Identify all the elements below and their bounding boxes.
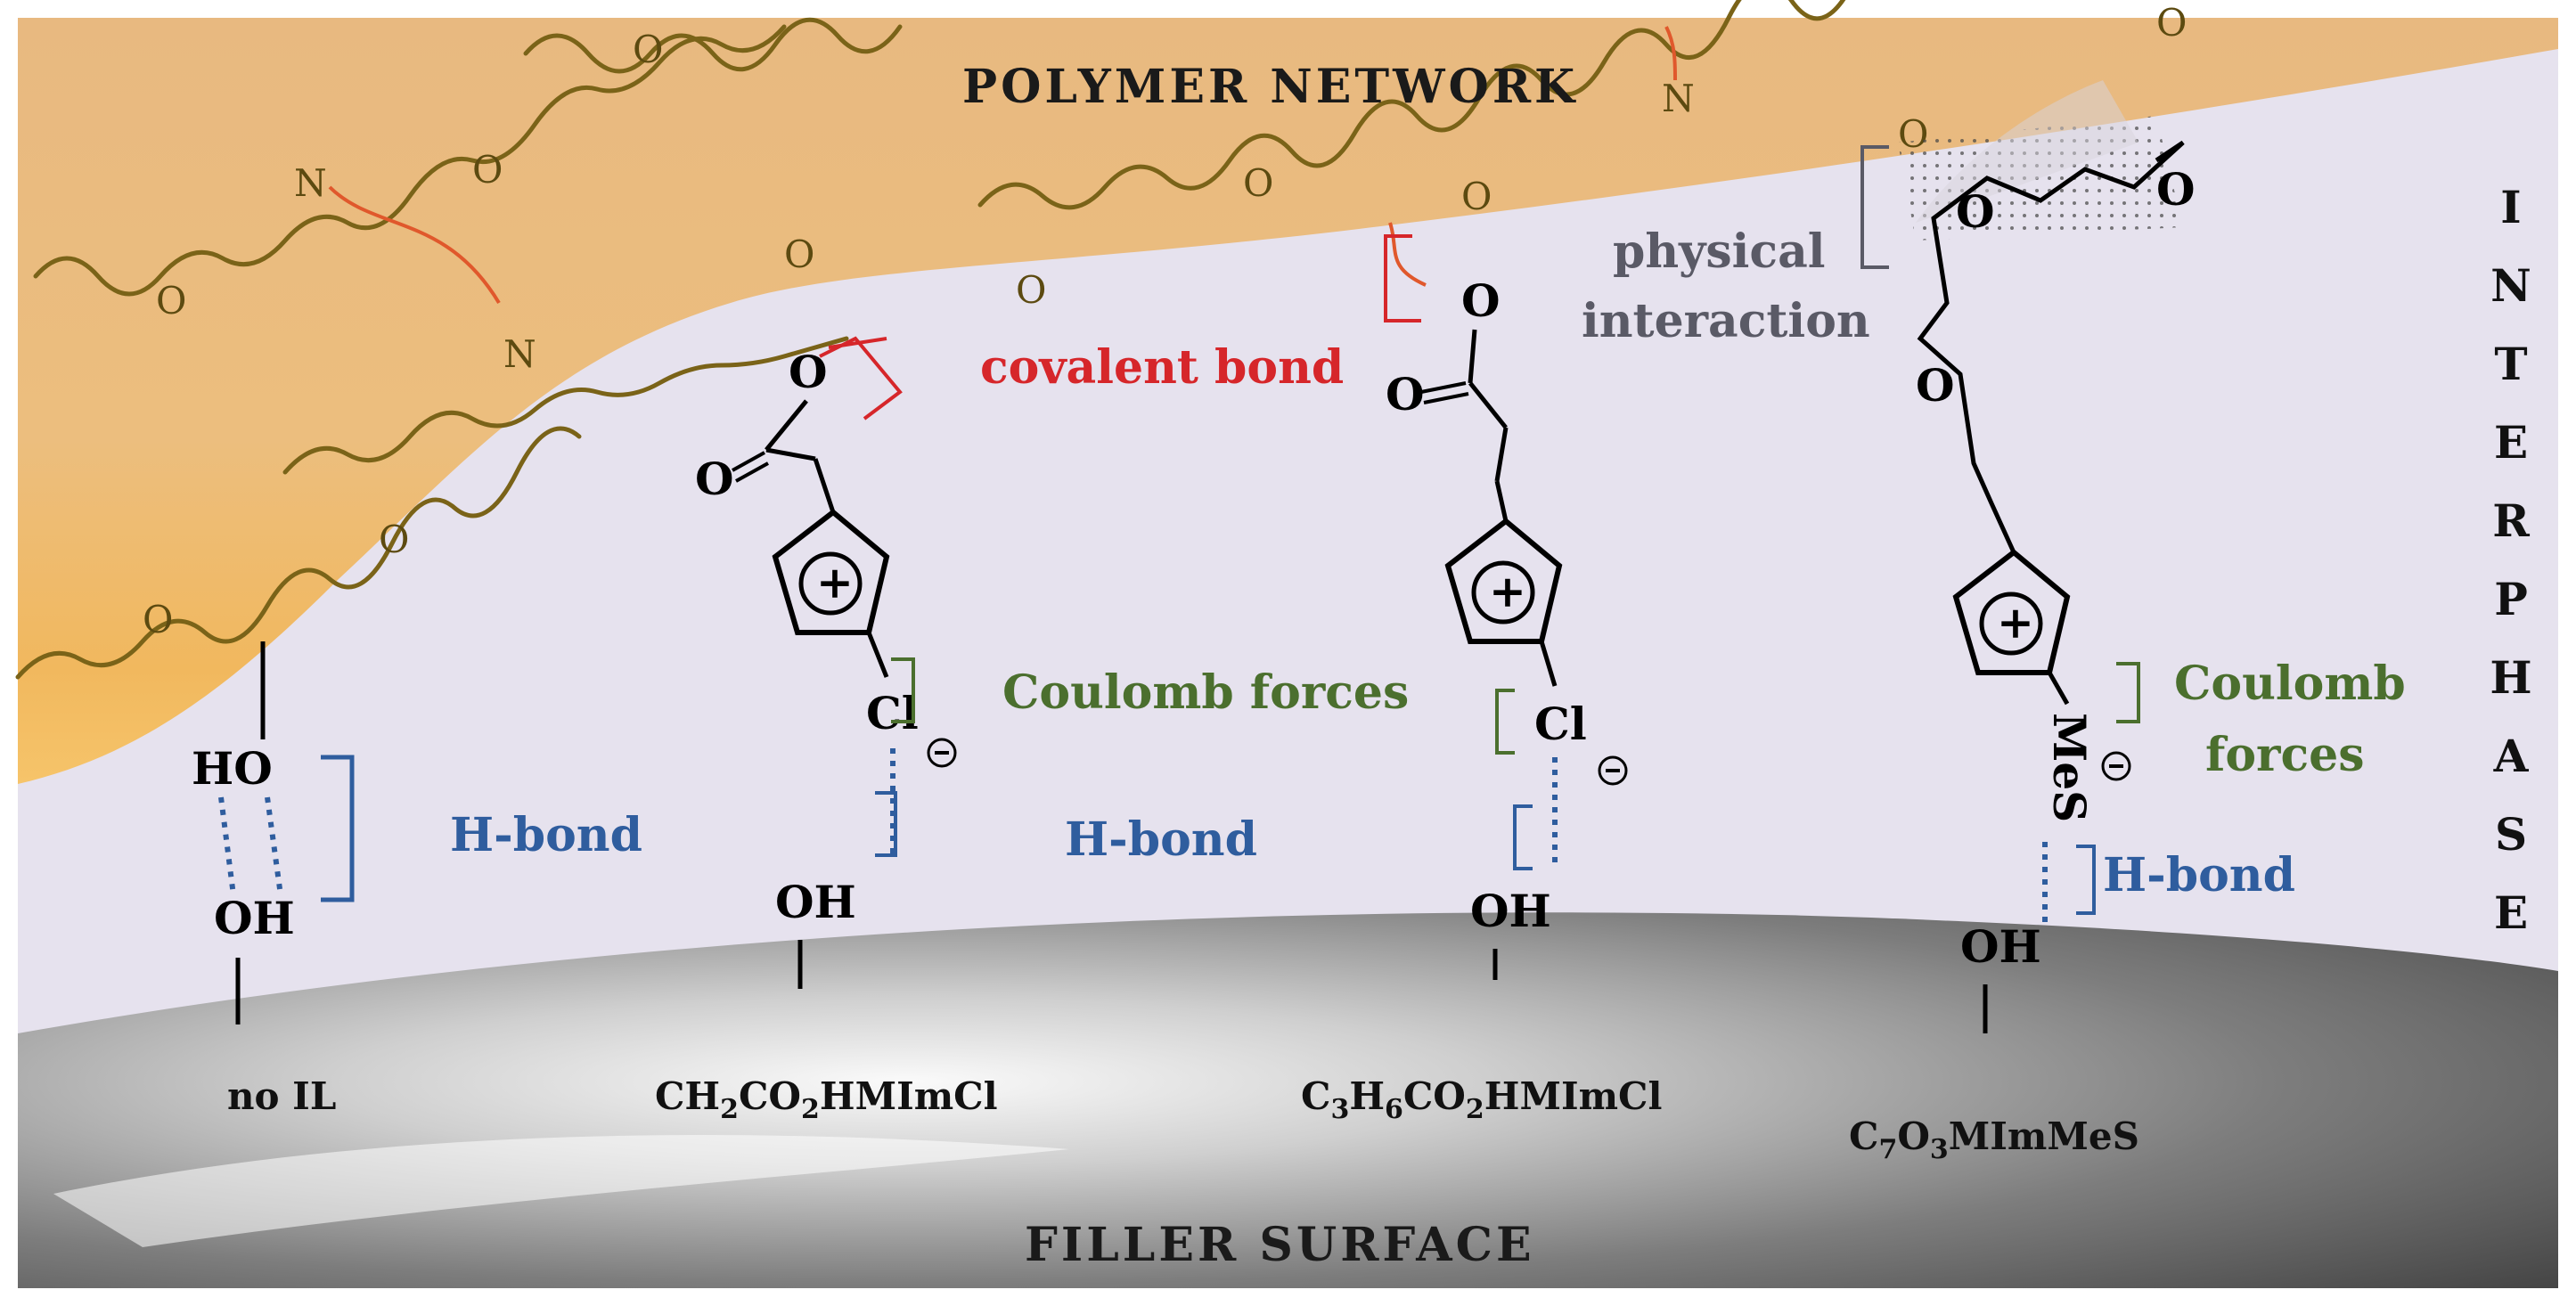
interphase-letter: P [2494, 573, 2528, 625]
svg-text:O: O [2156, 1, 2187, 45]
svg-text:O: O [1243, 161, 1273, 205]
hbond-label-1: H-bond [450, 808, 642, 862]
interphase-letter: E [2494, 416, 2528, 469]
ho-label: HO [192, 742, 273, 795]
interphase-letter: I [2500, 181, 2521, 233]
svg-text:O: O [143, 598, 173, 641]
interphase-letter: N [2490, 259, 2531, 312]
compound-part: CH [655, 1074, 720, 1118]
filler-surface-title: FILLER SURFACE [1025, 1218, 1535, 1272]
no-il-column: HO OH H-bond [192, 641, 642, 1024]
svg-text:OH: OH [1960, 920, 2041, 973]
svg-text:O: O [472, 148, 503, 192]
interphase-letter: A [2493, 730, 2530, 782]
compound-part: 2 [801, 1094, 820, 1125]
svg-text:OH: OH [1470, 885, 1551, 937]
svg-text:O: O [2156, 163, 2196, 216]
svg-text:O: O [784, 233, 814, 276]
svg-text:O: O [1386, 368, 1425, 420]
oh-label: OH [214, 892, 295, 944]
svg-text:+: + [1997, 596, 2034, 649]
compound-part: C [1849, 1114, 1878, 1158]
svg-text:MeS: MeS [2043, 713, 2096, 822]
crosslinks [328, 26, 1677, 305]
interaction-label: interaction [1582, 294, 1870, 348]
compound-part: 2 [720, 1094, 739, 1125]
compound-part: 2 [1466, 1094, 1484, 1125]
svg-text:O: O [1016, 268, 1046, 312]
filler-surface-highlight [53, 1135, 1069, 1247]
svg-text:OH: OH [775, 876, 856, 928]
hbond-label-2: H-bond [1065, 812, 1257, 867]
compound-label-c7o3mimmes: C7O3MImMeS [1849, 1114, 2139, 1165]
covalent-bond-label: covalent bond [980, 340, 1344, 395]
svg-text:Cl: Cl [866, 687, 919, 739]
c3h6co2hmimcl-column: O O + Cl OH [1384, 234, 1628, 980]
compound-label-no-il: no IL [227, 1074, 336, 1118]
interphase-letter: T [2494, 338, 2527, 390]
coulomb-label-2a: Coulomb [2174, 657, 2406, 711]
polymer-network-title: POLYMER NETWORK [962, 60, 1578, 114]
polymer-network-region [18, 18, 2558, 784]
compound-part: 3 [1930, 1134, 1949, 1165]
hbond-label-3: H-bond [2103, 848, 2295, 902]
compound-part: HMImCl [820, 1074, 998, 1118]
svg-text:O: O [695, 453, 734, 505]
coulomb-label-2b: forces [2205, 728, 2364, 782]
compound-label-ch2co2hmimcl: CH2CO2HMImCl [655, 1074, 998, 1125]
interphase-letter: H [2490, 651, 2531, 704]
ch2co2hmimcl-column: O O + Cl OH covalent bond Coulomb forces… [695, 336, 1409, 989]
svg-text:O: O [156, 279, 186, 322]
compound-part: CO [1403, 1074, 1466, 1118]
svg-text:O: O [633, 28, 663, 71]
c7o3mimmes-column: physical interaction O O O + MeS OH Coul… [1582, 140, 2406, 1033]
compound-part: C [1301, 1074, 1330, 1118]
svg-text:O: O [1461, 175, 1492, 218]
svg-text:O: O [379, 518, 409, 561]
svg-text:O: O [1916, 359, 1955, 412]
svg-text:N: N [1662, 77, 1695, 120]
coulomb-forces-label-1: Coulomb forces [1002, 665, 1409, 720]
polymer-chains [15, 0, 1846, 680]
compound-part: H [1349, 1074, 1385, 1118]
compound-part: 3 [1330, 1094, 1349, 1125]
compound-part: no IL [227, 1074, 336, 1118]
filler-surface-region [18, 912, 2558, 1288]
compound-part: O [1897, 1114, 1930, 1158]
svg-text:O: O [1461, 274, 1501, 327]
interphase-letter: E [2494, 886, 2528, 939]
physical-label: physical [1613, 224, 1826, 279]
svg-text:+: + [1489, 565, 1526, 617]
compound-part: HMImCl [1484, 1074, 1663, 1118]
svg-text:O: O [789, 346, 828, 398]
compound-part: 6 [1385, 1094, 1403, 1125]
svg-text:Cl: Cl [1534, 698, 1587, 750]
compound-label-c3h6co2hmimcl: C3H6CO2HMImCl [1301, 1074, 1662, 1125]
compound-part: MImMeS [1949, 1114, 2139, 1158]
svg-text:O: O [1956, 185, 1995, 238]
interphase-letter: R [2492, 494, 2530, 547]
svg-text:N: N [503, 332, 536, 376]
interphase-letter: S [2495, 808, 2527, 861]
compound-part: CO [739, 1074, 801, 1118]
svg-text:N: N [294, 161, 327, 205]
compound-part: 7 [1878, 1134, 1897, 1165]
svg-text:+: + [816, 556, 854, 608]
